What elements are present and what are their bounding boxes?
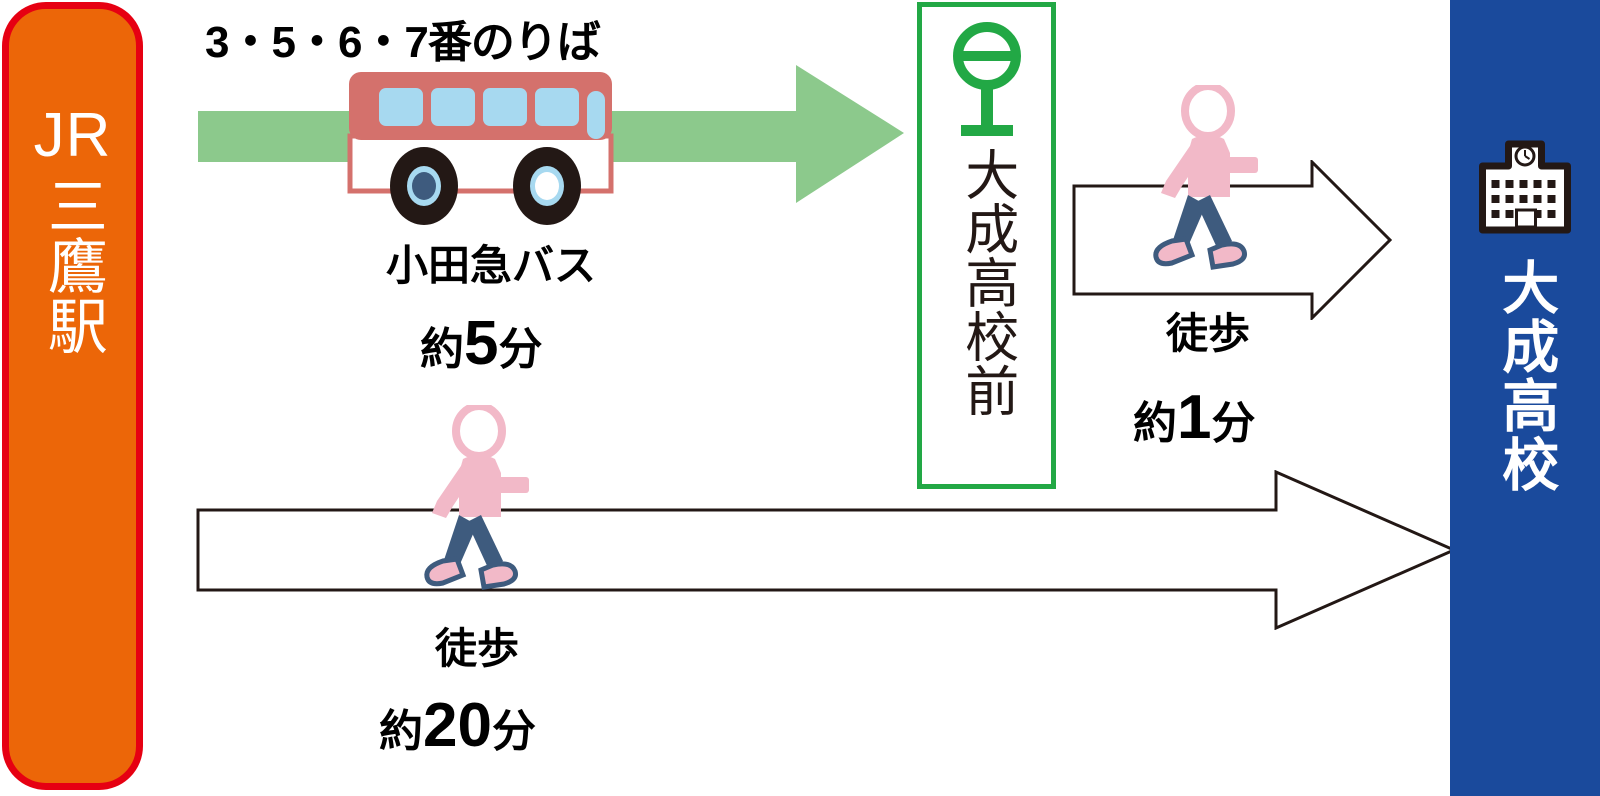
bus-stop-pole-icon [943,21,1031,148]
bus-operator-label: 小田急バス [386,242,597,289]
walk1-duration-value: 1 [1177,383,1212,452]
station-label-group: JR 三鷹駅 [9,105,136,360]
station-line-label: JR [33,101,112,170]
bus-platform-note: 3・5・6・7番のりば [205,18,601,67]
bus-duration-prefix: 約 [420,325,464,374]
outline-right-arrow-icon [1072,158,1393,325]
bus-duration-label: 約5分 [420,308,542,379]
school-marker: 大成高校 [1450,0,1600,796]
walking-person-icon [1142,82,1282,290]
bus-stop-marker: 大成高校前 [917,2,1056,489]
walk-from-stop-duration-label: 約1分 [1133,382,1255,453]
station-marker: JR 三鷹駅 [2,2,143,790]
walk1-duration-prefix: 約 [1133,399,1177,448]
walking-person-icon [413,402,553,610]
walk1-duration-suffix: 分 [1211,399,1256,448]
station-name-label: 三鷹駅 [39,175,107,355]
walk-direct-mode-label: 徒歩 [435,625,520,672]
outline-right-arrow-icon [196,469,1458,635]
bus-duration-value: 5 [464,309,499,378]
bus-duration-suffix: 分 [498,325,543,374]
school-name-label: 大成高校 [1493,258,1558,494]
walk-direct-duration-label: 約20分 [379,690,536,761]
walk-from-stop-mode-label: 徒歩 [1166,310,1251,357]
walk20-duration-suffix: 分 [491,707,536,756]
school-building-icon [1473,138,1578,243]
bus-icon [333,58,628,233]
walk20-duration-value: 20 [423,691,492,760]
walk20-duration-prefix: 約 [379,707,423,756]
bus-stop-name-label: 大成高校前 [956,147,1017,417]
